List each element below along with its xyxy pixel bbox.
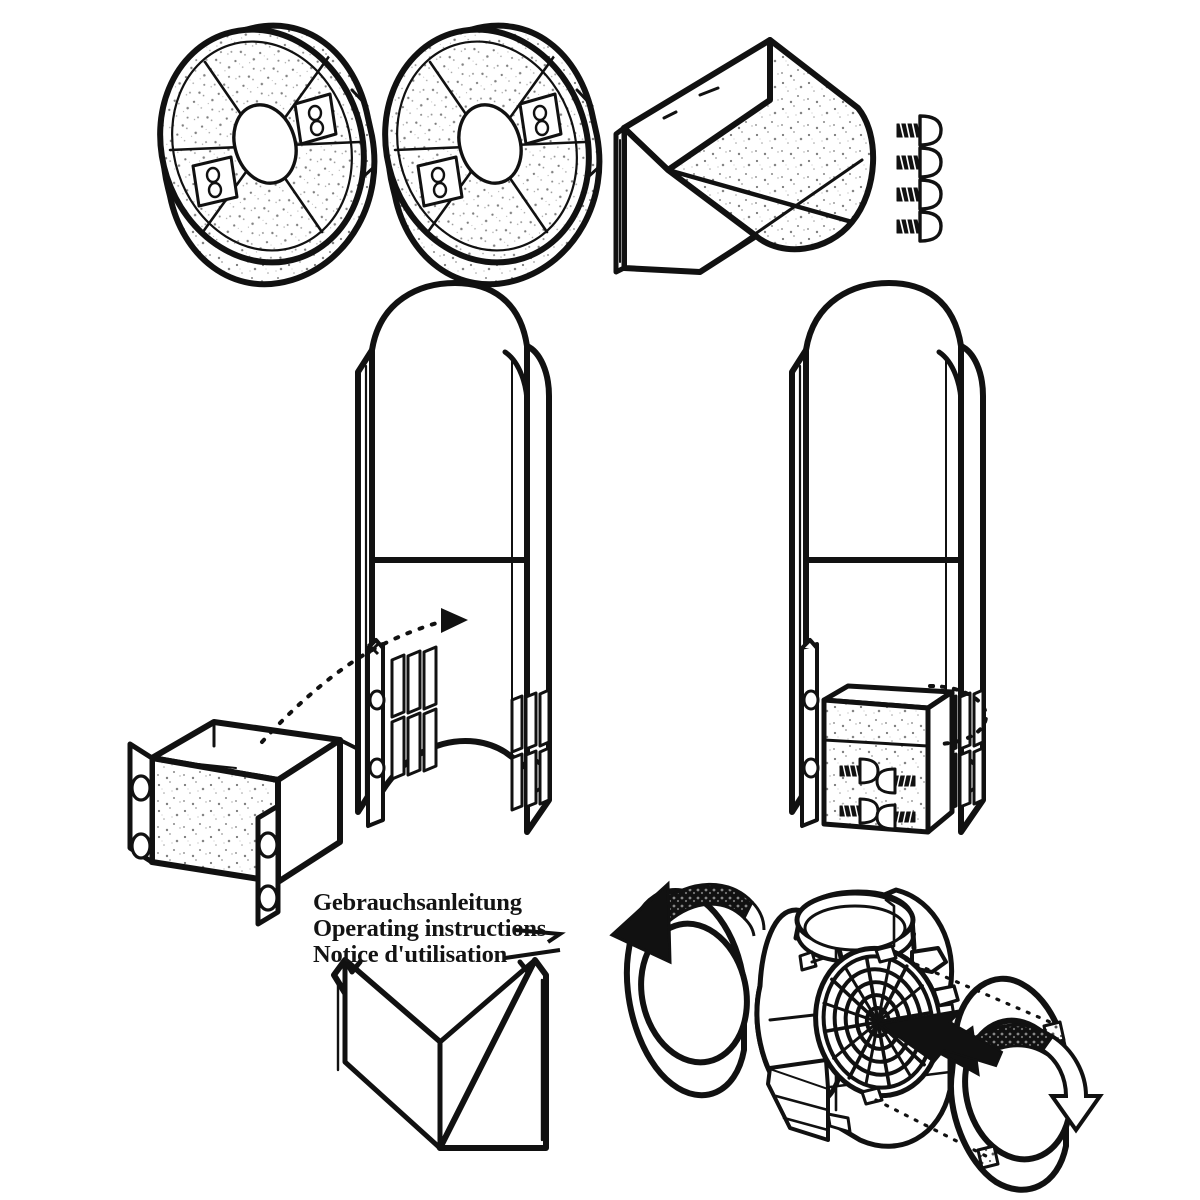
fitted-screw <box>875 767 916 795</box>
screw <box>896 178 943 211</box>
part-chimney-shroud-left <box>355 280 552 835</box>
caption-line-en: Operating instructions <box>313 915 547 943</box>
fitted-screw <box>875 803 916 831</box>
shroud-mount-strip-left <box>366 638 386 828</box>
filter-latch-tab <box>518 92 563 146</box>
fitted-screw <box>839 797 880 825</box>
filter-align-dotted-lower <box>874 1098 988 1158</box>
filter-rotate-arrow-right-outline <box>1039 1033 1104 1134</box>
part-screw-pack <box>896 114 943 243</box>
screw <box>896 114 943 147</box>
filter-latch-tab <box>191 155 239 208</box>
caption-line-fr: Notice d'utilisation <box>313 941 508 969</box>
part-chimney-shroud-right <box>789 280 986 835</box>
vent-slot-grid-right <box>510 688 551 812</box>
filter-align-dotted-upper <box>904 958 1052 1024</box>
filter-rotate-arrow-left <box>609 880 766 965</box>
operating-instructions-label: Gebrauchsanleitung Operating instruction… <box>313 889 743 969</box>
grille-center-arrow <box>877 1008 1004 1068</box>
part-air-deflector-cover <box>613 37 876 275</box>
installed-wall-bracket <box>821 683 955 835</box>
part-wall-bracket <box>127 719 358 927</box>
part-filter-disc-left <box>157 22 378 288</box>
terminal-box <box>766 1058 852 1142</box>
filter-latch-tab <box>416 155 464 208</box>
caption-line-de: Gebrauchsanleitung <box>313 889 522 916</box>
part-instruction-booklet <box>331 957 549 1151</box>
fan-grille <box>813 944 956 1106</box>
outlet-collar <box>793 889 917 964</box>
filter-latch-tab <box>293 92 338 146</box>
shroud-mount-strip-left <box>800 638 820 828</box>
screw <box>896 146 943 179</box>
part-blower-motor-unit <box>623 887 1074 1193</box>
bracket-seat-dotted <box>928 684 989 746</box>
screw <box>896 210 943 243</box>
booklet-title-leader <box>504 928 566 960</box>
fitted-screw <box>839 757 880 785</box>
part-filter-disc-right <box>382 22 603 288</box>
vent-slot-grid-left <box>390 645 438 781</box>
bracket-insert-arrow <box>260 608 468 744</box>
